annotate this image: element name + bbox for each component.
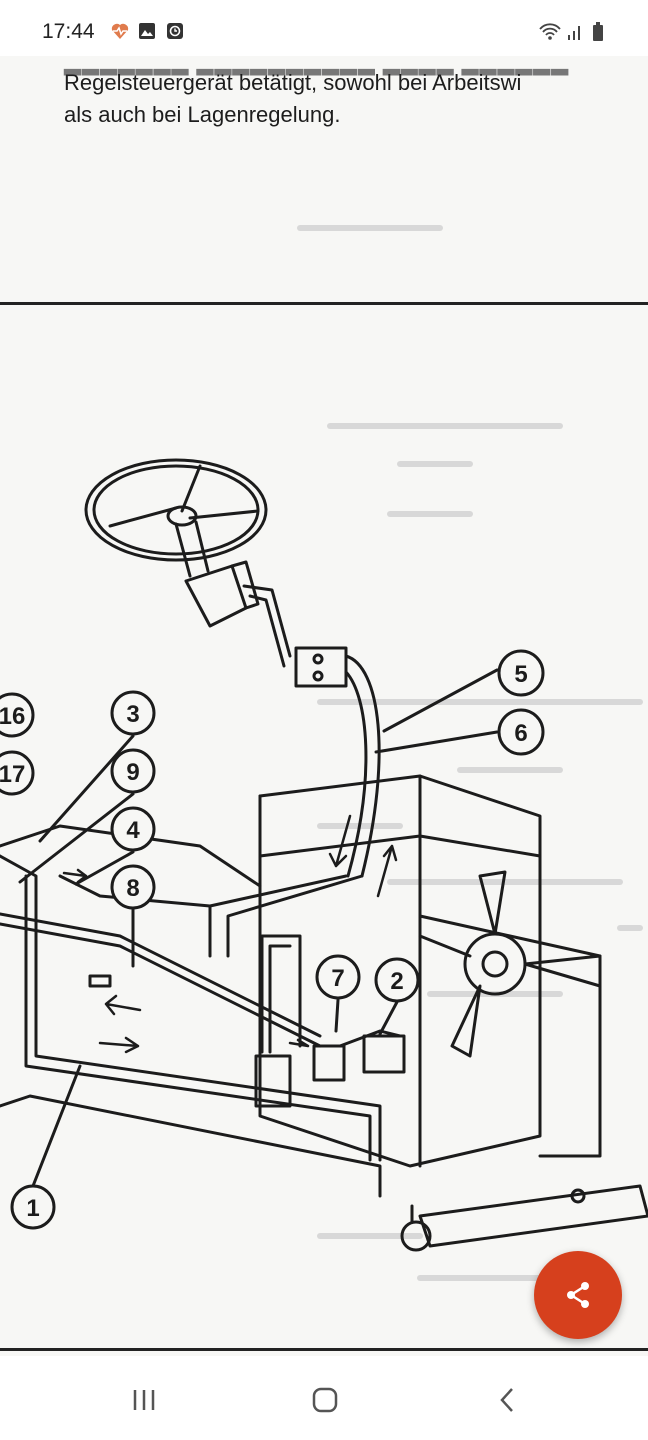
home-button[interactable] xyxy=(305,1382,345,1418)
recent-apps-button[interactable] xyxy=(124,1382,164,1418)
callout-label: 5 xyxy=(514,661,527,688)
status-time: 17:44 xyxy=(42,20,95,43)
callout-label: 1 xyxy=(26,1195,39,1222)
callout-label: 8 xyxy=(126,875,139,902)
battery-icon xyxy=(593,22,603,41)
divider-top xyxy=(0,302,648,305)
callout-label: 2 xyxy=(390,968,403,995)
recent-apps-icon xyxy=(133,1390,155,1410)
callout-4 xyxy=(110,806,156,852)
callout-5 xyxy=(497,649,545,697)
text-line-2: als auch bei Lagenregelung. xyxy=(64,102,341,127)
callout-label: 16 xyxy=(0,703,25,730)
hydraulic-diagram: 16 17 3 9 4 8 5 6 7 2 1 xyxy=(0,225,648,1281)
wifi-icon xyxy=(539,23,561,40)
back-icon xyxy=(500,1388,513,1412)
callout-8 xyxy=(110,864,156,910)
gallery-icon xyxy=(139,23,155,39)
share-icon xyxy=(567,1282,589,1308)
callout-1 xyxy=(10,1184,56,1230)
divider-bottom xyxy=(0,1348,648,1351)
callout-9 xyxy=(110,748,156,794)
callout-7 xyxy=(315,954,361,1000)
callout-label: 3 xyxy=(126,701,139,728)
callout-6 xyxy=(497,708,545,756)
signal-icon xyxy=(568,26,580,40)
callout-2 xyxy=(374,957,420,1003)
callout-label: 17 xyxy=(0,761,25,788)
callout-label: 9 xyxy=(126,759,139,786)
clock-app-icon xyxy=(167,23,183,39)
callout-3 xyxy=(110,690,156,736)
status-bar: 17:44 xyxy=(0,0,648,56)
callout-label: 7 xyxy=(331,965,344,992)
callout-17 xyxy=(0,750,35,796)
document-image: ▂▂▂▂▂▂▂ ▂▂▂▂▂▂▂▂▂▂ ▂▂▂▂ ▂▂▂▂▂▂ Regelsteu… xyxy=(0,56,648,1356)
health-icon xyxy=(111,23,129,39)
callout-16 xyxy=(0,692,35,738)
navigation-bar xyxy=(0,1356,648,1440)
cropped-text-line: ▂▂▂▂▂▂▂ ▂▂▂▂▂▂▂▂▂▂ ▂▂▂▂ ▂▂▂▂▂▂ xyxy=(64,56,570,75)
back-button[interactable] xyxy=(487,1382,527,1418)
share-button[interactable] xyxy=(534,1251,622,1339)
callout-label: 4 xyxy=(126,817,140,844)
home-icon xyxy=(312,1387,338,1413)
text-line-1: Regelsteuergerät betätigt, sowohl bei Ar… xyxy=(64,70,522,95)
callout-label: 6 xyxy=(514,720,527,747)
